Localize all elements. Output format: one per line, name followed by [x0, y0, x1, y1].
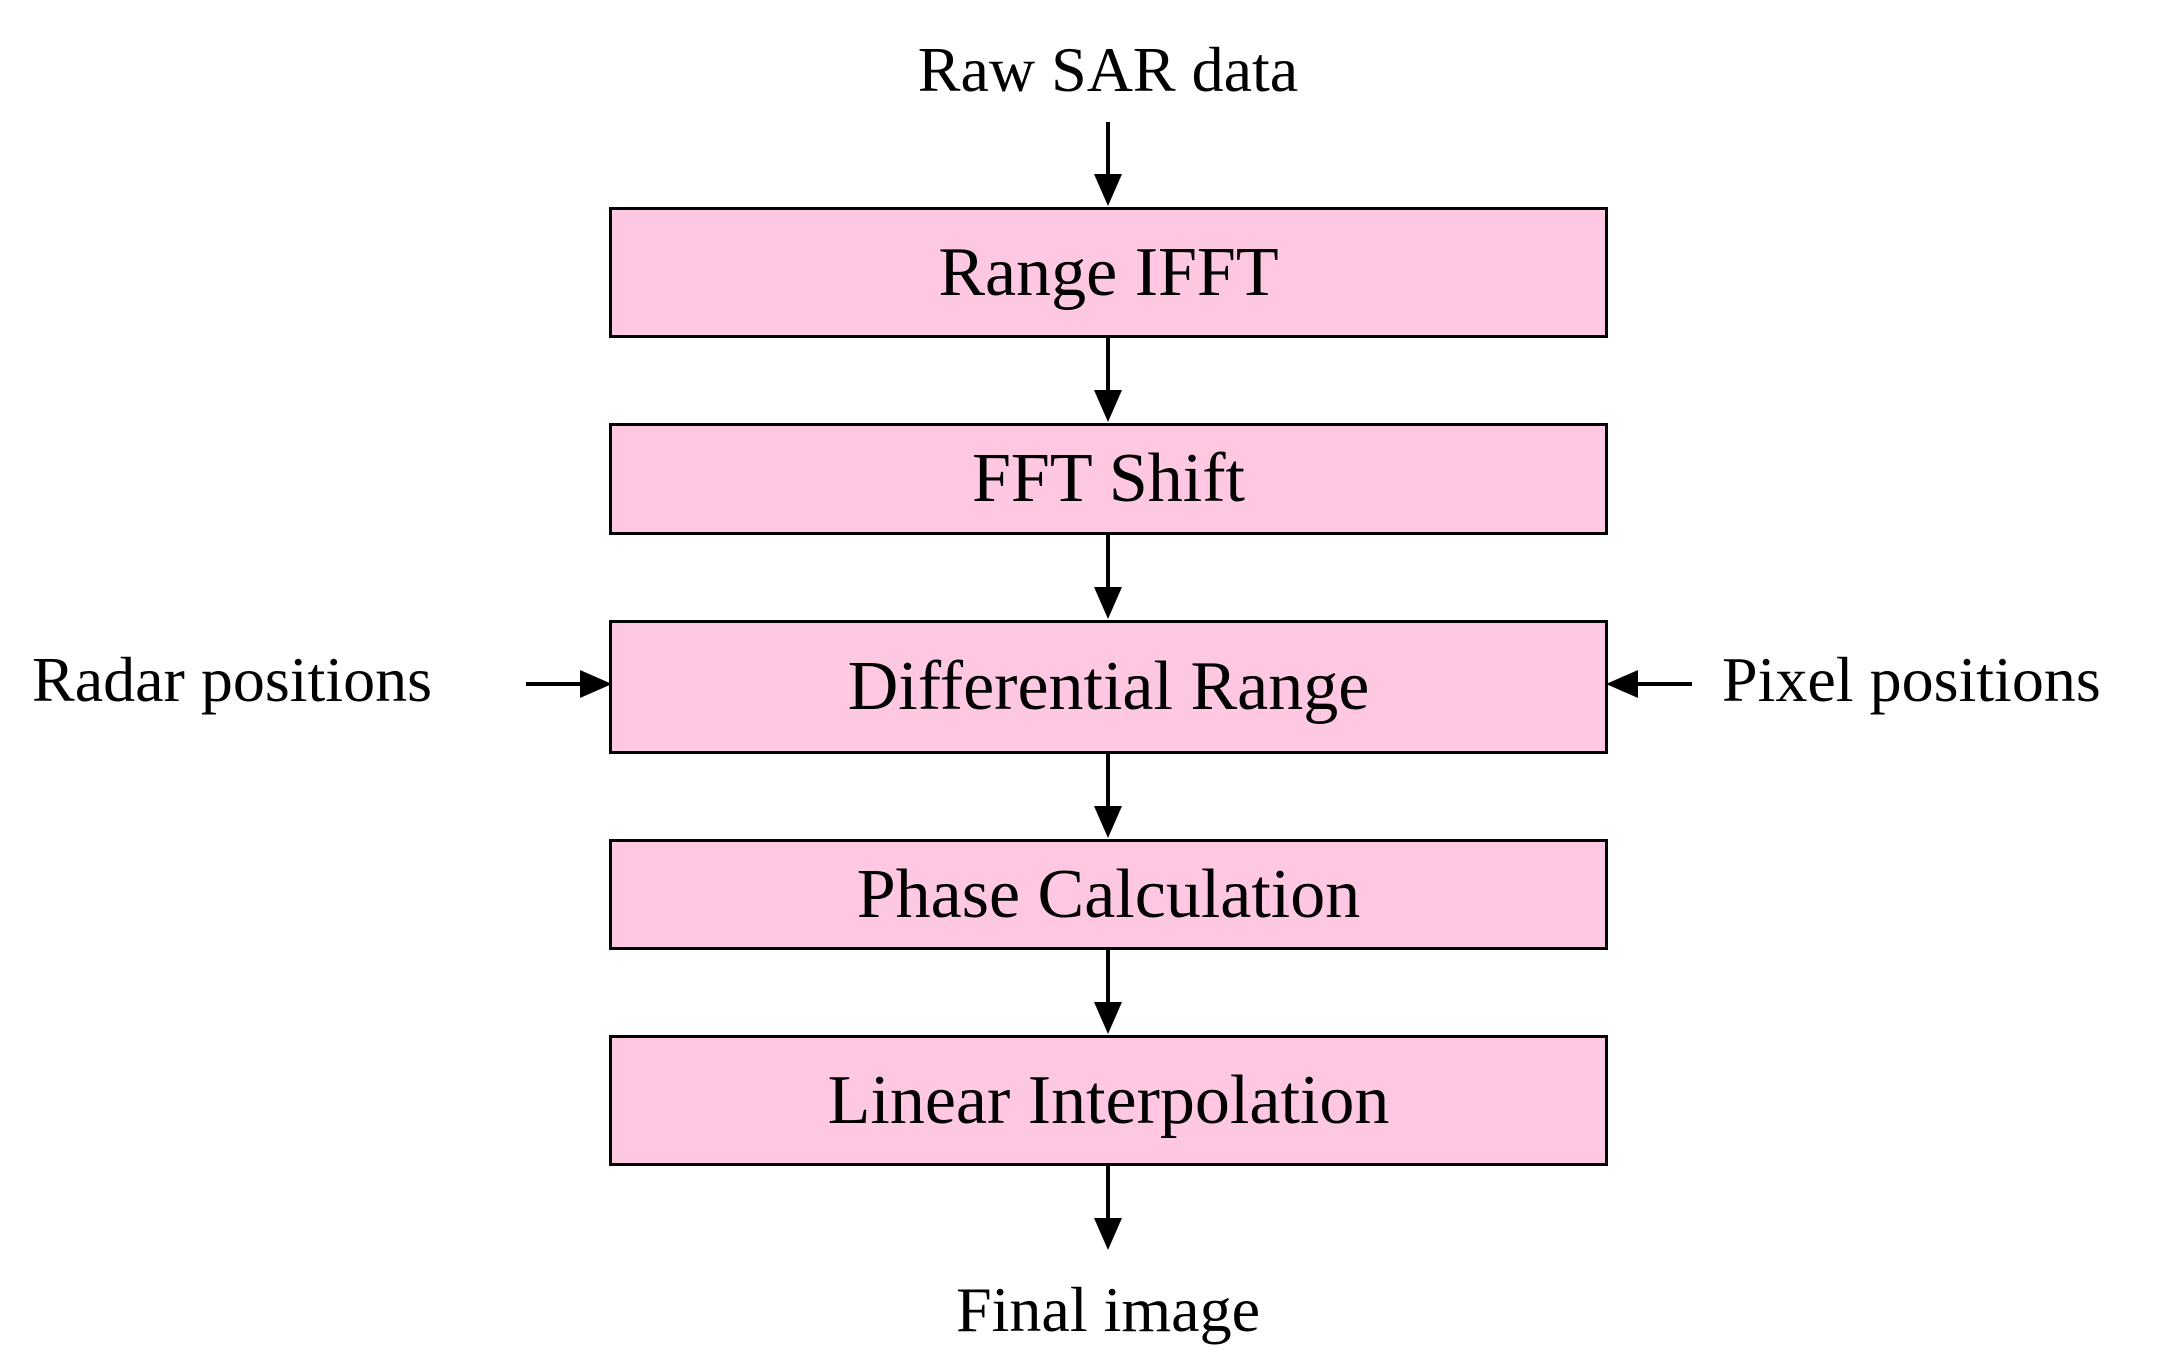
left-input-label: Radar positions	[32, 644, 432, 715]
arrow-radar-positions-to-differential-range	[526, 670, 612, 698]
step-differential-range: Differential Range	[609, 620, 1608, 754]
arrow-input-to-range-ifft	[1094, 122, 1122, 206]
arrow-range-ifft-to-fft-shift	[1094, 338, 1122, 422]
arrow-phase-calculation-to-linear-interpolation	[1094, 950, 1122, 1034]
output-label: Final image	[956, 1274, 1260, 1345]
arrow-differential-range-to-phase-calculation	[1094, 754, 1122, 838]
right-input-label: Pixel positions	[1722, 644, 2101, 715]
arrow-linear-interpolation-to-output	[1094, 1166, 1122, 1250]
step-range-ifft: Range IFFT	[609, 207, 1608, 338]
arrow-pixel-positions-to-differential-range	[1606, 670, 1692, 698]
arrow-fft-shift-to-differential-range	[1094, 535, 1122, 619]
step-fft-shift: FFT Shift	[609, 423, 1608, 535]
step-linear-interpolation: Linear Interpolation	[609, 1035, 1608, 1166]
step-phase-calculation: Phase Calculation	[609, 839, 1608, 950]
input-label: Raw SAR data	[917, 34, 1299, 105]
